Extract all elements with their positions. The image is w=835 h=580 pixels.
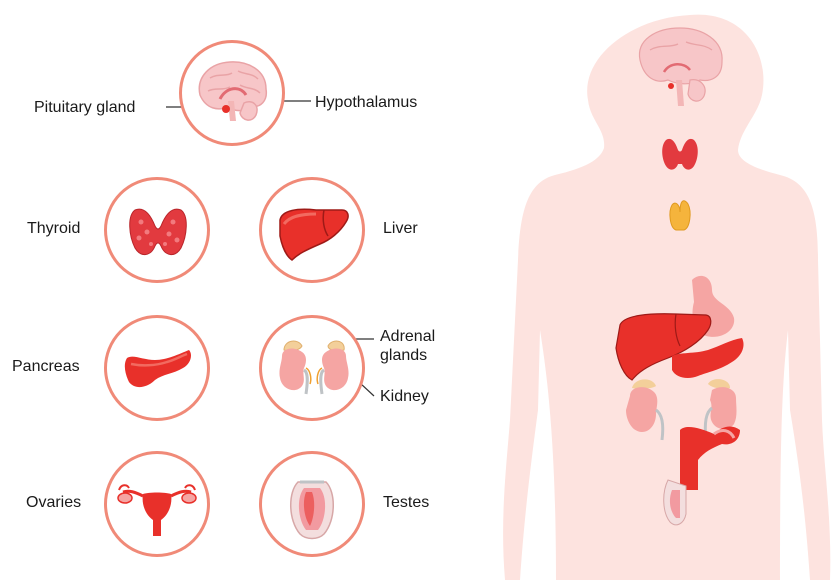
- ovaries-circle: [104, 451, 210, 557]
- brain-icon: [182, 43, 282, 143]
- brain-circle: [179, 40, 285, 146]
- kidney-circle: [259, 315, 365, 421]
- pancreas-circle: [104, 315, 210, 421]
- testis-icon: [262, 454, 362, 554]
- liver-label: Liver: [383, 219, 418, 238]
- testes-label: Testes: [383, 493, 429, 512]
- human-body-silhouette: [500, 0, 835, 580]
- testes-circle: [259, 451, 365, 557]
- adrenal-glands-label-line2: glands: [380, 346, 427, 365]
- liver-circle: [259, 177, 365, 283]
- pancreas-label: Pancreas: [12, 357, 80, 376]
- thyroid-icon: [107, 180, 207, 280]
- thyroid-circle: [104, 177, 210, 283]
- pituitary-gland-label: Pituitary gland: [34, 98, 135, 117]
- uterus-ovaries-icon: [107, 454, 207, 554]
- liver-icon: [262, 180, 362, 280]
- kidney-adrenal-icon: [262, 318, 362, 418]
- kidney-label: Kidney: [380, 387, 429, 406]
- pancreas-icon: [107, 318, 207, 418]
- ovaries-label: Ovaries: [26, 493, 81, 512]
- adrenal-glands-label-line1: Adrenal: [380, 327, 435, 346]
- thyroid-label: Thyroid: [27, 219, 80, 238]
- hypothalamus-label: Hypothalamus: [315, 93, 417, 112]
